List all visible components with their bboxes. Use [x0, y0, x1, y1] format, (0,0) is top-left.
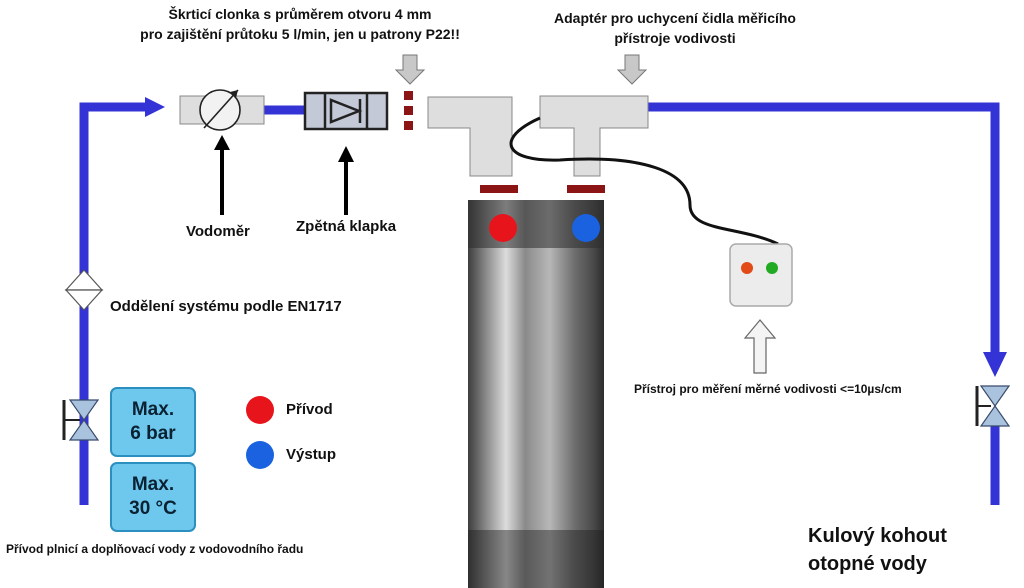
restrictor-label: Škrticí clonka s průměrem otvoru 4 mm pr… [80, 4, 520, 44]
pressure-limit-box: Max. 6 bar [110, 387, 196, 457]
supply-label: Přívod plnicí a doplňovací vody z vodovo… [6, 542, 304, 556]
meter-led-green [766, 262, 778, 274]
meter-arrow [743, 319, 777, 374]
supply-pipe [79, 102, 150, 505]
restrictor-label-line1: Škrticí clonka s průměrem otvoru 4 mm [168, 6, 432, 22]
inlet-elbow [427, 96, 513, 177]
check-valve-pointer-head [338, 146, 354, 162]
legend-inlet-label: Přívod [286, 401, 333, 418]
separation-label: Oddělení systému podle EN1717 [110, 298, 342, 315]
check-valve-label: Zpětná klapka [296, 218, 397, 235]
ball-valve-label: Kulový kohout otopné vody [808, 522, 947, 578]
water-meter-pointer-head [214, 135, 230, 150]
outlet-connection-marker [567, 185, 605, 193]
ball-valve [975, 385, 1011, 427]
restrictor-label-line2: pro zajištění průtoku 5 l/min, jen u pat… [140, 26, 460, 42]
pressure-limit-text: Max. 6 bar [130, 399, 176, 444]
restrictor-marker [404, 91, 413, 130]
sensor-cable [509, 116, 779, 246]
water-meter [179, 89, 265, 131]
ball-valve-label-line2: otopné vody [808, 553, 927, 575]
legend-inlet-dot [246, 396, 274, 424]
temperature-limit-box: Max. 30 °C [110, 462, 196, 532]
backflow-separator [64, 269, 104, 311]
outlet-tee [539, 95, 649, 177]
adapter-label: Adaptér pro uchycení čidla měřicího přís… [510, 8, 840, 48]
legend-outlet-label: Výstup [286, 446, 337, 463]
outlet-arrow-head [983, 352, 1007, 377]
temperature-limit-text: Max. 30 °C [129, 474, 177, 519]
adapter-label-line1: Adaptér pro uchycení čidla měřicího [554, 10, 796, 26]
conductivity-meter [729, 243, 793, 307]
cartridge [468, 200, 604, 588]
flow-arrow-head [145, 97, 165, 117]
restrictor-arrow [394, 54, 426, 85]
adapter-label-line2: přístroje vodivosti [614, 30, 736, 46]
ball-valve-label-line1: Kulový kohout [808, 525, 947, 547]
meter-device-label: Přístroj pro měření měrné vodivosti <=10… [634, 382, 902, 396]
supply-valve [62, 399, 100, 441]
adapter-arrow [616, 54, 648, 85]
check-valve [303, 91, 389, 131]
inlet-connection-marker [480, 185, 518, 193]
water-meter-label: Vodoměr [186, 223, 250, 240]
cartridge-outlet-dot [572, 214, 600, 242]
cartridge-inlet-dot [489, 214, 517, 242]
outlet-pipe [645, 102, 1000, 360]
legend-outlet-dot [246, 441, 274, 469]
pipe-network [79, 102, 1000, 505]
meter-led-red [741, 262, 753, 274]
